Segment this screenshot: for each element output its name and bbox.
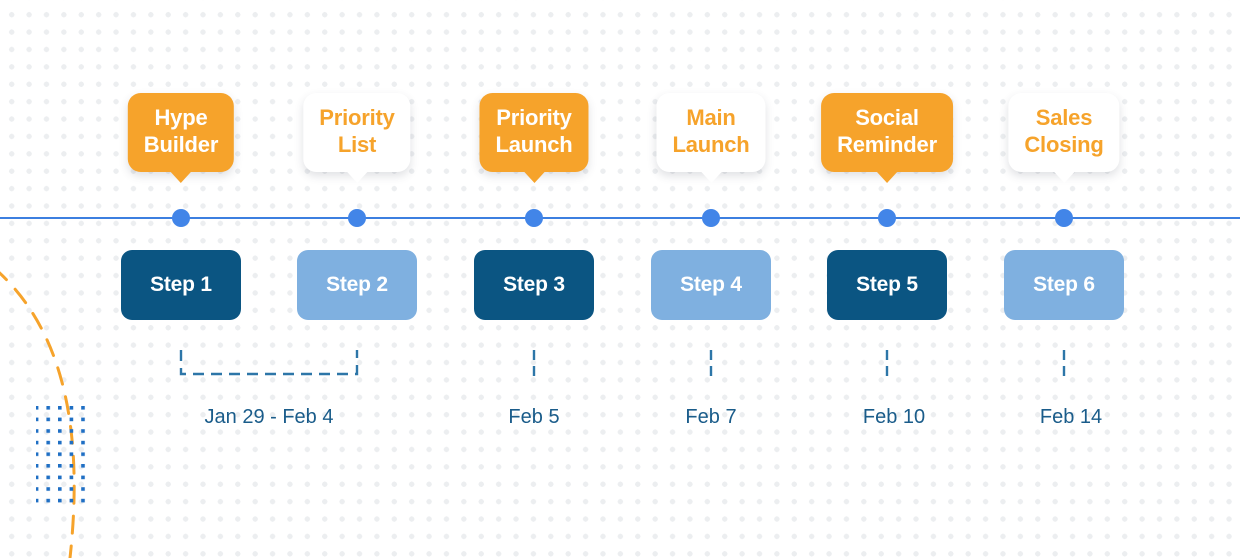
step-box-5[interactable]: Step 5 xyxy=(827,250,947,320)
step-box-label-1: Step 1 xyxy=(150,273,212,296)
timeline-dot-3[interactable] xyxy=(525,209,543,227)
callout-tail-4 xyxy=(700,171,722,183)
callout-tail-5 xyxy=(876,171,898,183)
timeline-dot-2[interactable] xyxy=(348,209,366,227)
step-box-label-3: Step 3 xyxy=(503,273,565,296)
callout-bubble-1[interactable]: Hype Builder xyxy=(127,93,235,183)
date-label-2: Feb 5 xyxy=(508,406,560,428)
callout-tail-3 xyxy=(523,171,545,183)
timeline-dot-1[interactable] xyxy=(172,209,190,227)
timeline-axis-line xyxy=(0,217,1240,219)
step-box-2[interactable]: Step 2 xyxy=(297,250,417,320)
step-box-4[interactable]: Step 4 xyxy=(651,250,771,320)
callout-bubble-3[interactable]: Priority Launch xyxy=(479,93,589,183)
date-label-1: Jan 29 - Feb 4 xyxy=(204,406,334,428)
step-box-6[interactable]: Step 6 xyxy=(1004,250,1124,320)
callout-bubble-6[interactable]: Sales Closing xyxy=(1008,93,1120,183)
callout-bubble-4[interactable]: Main Launch xyxy=(656,93,766,183)
callout-label-5: Social Reminder xyxy=(837,105,937,158)
callout-tail-1 xyxy=(169,171,192,183)
callout-bubble-5[interactable]: Social Reminder xyxy=(821,93,953,183)
step-box-label-2: Step 2 xyxy=(326,273,388,296)
callout-tail-6 xyxy=(1052,171,1075,183)
timeline-dot-4[interactable] xyxy=(702,209,720,227)
callout-label-1: Hype Builder xyxy=(143,105,219,158)
step-box-label-4: Step 4 xyxy=(680,273,742,296)
step-box-label-6: Step 6 xyxy=(1033,273,1095,296)
date-label-3: Feb 7 xyxy=(685,406,737,428)
callout-label-4: Main Launch xyxy=(672,105,750,158)
callout-bubble-2[interactable]: Priority List xyxy=(303,93,411,183)
date-label-5: Feb 14 xyxy=(1039,406,1103,428)
step-box-3[interactable]: Step 3 xyxy=(474,250,594,320)
step-box-1[interactable]: Step 1 xyxy=(121,250,241,320)
callout-tail-2 xyxy=(345,171,368,183)
date-label-4: Feb 10 xyxy=(862,406,926,428)
timeline-dot-5[interactable] xyxy=(878,209,896,227)
step-box-label-5: Step 5 xyxy=(856,273,918,296)
callout-label-3: Priority Launch xyxy=(495,105,573,158)
callout-label-2: Priority List xyxy=(319,105,395,158)
timeline-dot-6[interactable] xyxy=(1055,209,1073,227)
callout-label-6: Sales Closing xyxy=(1024,105,1104,158)
